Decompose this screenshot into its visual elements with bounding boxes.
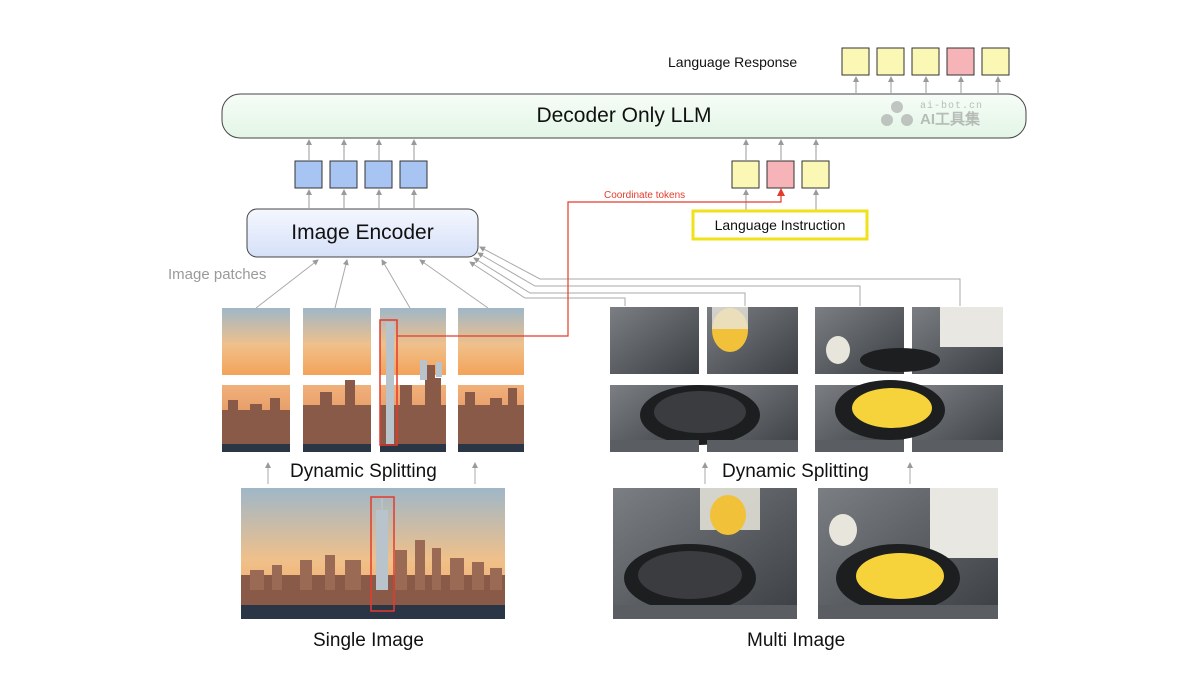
splitting-arrows (265, 462, 913, 484)
watermark-logo-icon (881, 101, 913, 126)
patch-highlight-box (379, 319, 398, 446)
instruction-token (731, 160, 760, 189)
encoder-to-llm-arrows (306, 76, 1001, 210)
multi-image-frame-1 (613, 488, 797, 619)
coordinate-arrow (397, 188, 785, 337)
single-image-patches (222, 308, 524, 452)
watermark-domain: ai-bot.cn (920, 101, 984, 112)
watermark-brand: AI工具集 (920, 111, 981, 128)
language-instruction-box (691, 209, 869, 241)
patch-arrows-right (469, 246, 961, 306)
single-image-label: Single Image (313, 630, 424, 651)
response-token (911, 47, 940, 76)
patch-arrows-left (255, 259, 489, 309)
image-patches-label: Image patches (168, 266, 267, 283)
response-token (876, 47, 905, 76)
dynamic-splitting-right-label: Dynamic Splitting (722, 461, 869, 482)
response-token (946, 47, 975, 76)
single-image-highlight-box (370, 496, 395, 612)
image-encoder-title: Image Encoder (291, 221, 434, 244)
encoder-token (329, 160, 358, 189)
llm-title: Decoder Only LLM (536, 104, 712, 127)
response-token (841, 47, 870, 76)
multi-image-frame-2 (818, 488, 998, 619)
llm-box (221, 93, 1027, 139)
watermark: ai-bot.cn AI工具集 (880, 100, 983, 128)
dynamic-splitting-left-label: Dynamic Splitting (290, 461, 437, 482)
encoder-token (399, 160, 428, 189)
multi-image-patches (610, 307, 1003, 452)
instruction-tokens (731, 160, 830, 189)
image-encoder-box (246, 208, 479, 258)
coordinate-tokens-label: Coordinate tokens (604, 190, 686, 201)
language-response-label: Language Response (668, 54, 798, 70)
response-tokens (841, 47, 1010, 76)
encoder-token (294, 160, 323, 189)
multi-image-label: Multi Image (747, 630, 846, 651)
encoder-output-tokens (294, 160, 428, 189)
language-instruction-title: Language Instruction (714, 217, 846, 233)
instruction-token (801, 160, 830, 189)
encoder-token (364, 160, 393, 189)
single-image (241, 488, 505, 619)
instruction-token (766, 160, 795, 189)
response-token (981, 47, 1010, 76)
